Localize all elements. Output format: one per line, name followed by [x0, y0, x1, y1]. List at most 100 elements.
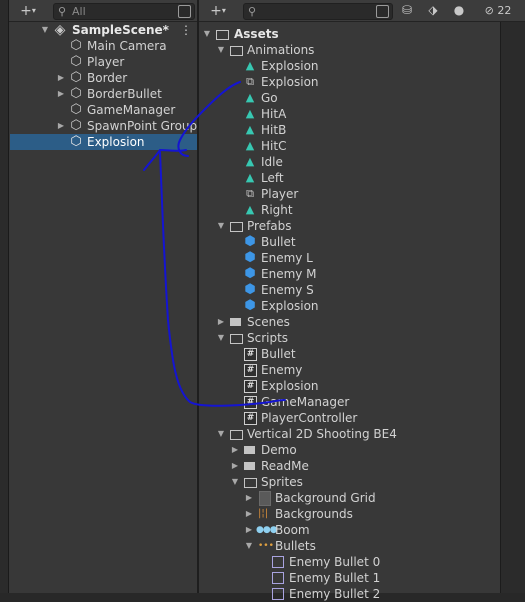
hierarchy-item-gamemanager[interactable]: ⬡ GameManager: [56, 102, 196, 118]
hierarchy-toolbar: +▾ ⚲ All: [9, 0, 197, 22]
tree-anim-explosion-controller[interactable]: ⧉ Explosion: [244, 74, 494, 90]
hidden-packages-toggle[interactable]: ⊘ 22: [475, 2, 521, 19]
hierarchy-item-main-camera[interactable]: ⬡ Main Camera: [56, 38, 196, 54]
tree-anim-left[interactable]: ▲ Left: [244, 170, 494, 186]
search-scope-icon[interactable]: [178, 5, 191, 18]
info-alert-icon[interactable]: ●: [453, 3, 465, 17]
expand-arrow-icon[interactable]: ▶: [57, 89, 65, 98]
hierarchy-item-spawnpoint-group[interactable]: ▶ ⬡ SpawnPoint Group: [56, 118, 198, 134]
expand-arrow-icon[interactable]: ▶: [245, 525, 253, 534]
expand-arrow-icon[interactable]: ▶: [57, 121, 65, 130]
expand-arrow-icon[interactable]: ▶: [57, 73, 65, 82]
tree-readme-folder[interactable]: ▶ ReadMe: [230, 458, 490, 474]
tree-label: PlayerController: [261, 411, 358, 425]
hierarchy-item-label: SpawnPoint Group: [87, 119, 198, 133]
tree-prefab-enemy-l[interactable]: ⬢ Enemy L: [244, 250, 494, 266]
tree-script-playercontroller[interactable]: # PlayerController: [244, 410, 494, 426]
hierarchy-item-label: Explosion: [87, 135, 145, 149]
tree-animations-folder[interactable]: ▼ Animations: [216, 42, 496, 58]
scene-row[interactable]: ▼ ◈ SampleScene*: [40, 22, 190, 38]
project-create-button[interactable]: +▾: [210, 3, 226, 19]
tree-sprite-boom[interactable]: ▶ ●●● Boom: [244, 522, 494, 538]
tree-anim-hitc[interactable]: ▲ HitC: [244, 138, 494, 154]
tree-anim-hita[interactable]: ▲ HitA: [244, 106, 494, 122]
tree-prefabs-folder[interactable]: ▼ Prefabs: [216, 218, 496, 234]
expand-arrow-icon[interactable]: ▶: [245, 493, 253, 502]
tree-scenes-folder[interactable]: ▶ Scenes: [216, 314, 496, 330]
create-dropdown-button[interactable]: +▾: [20, 3, 36, 19]
project-search-input[interactable]: ⚲: [243, 3, 393, 20]
tree-script-explosion[interactable]: # Explosion: [244, 378, 494, 394]
hierarchy-item-borderbullet[interactable]: ▶ ⬡ BorderBullet: [56, 86, 196, 102]
scene-menu-icon[interactable]: ⋮: [180, 23, 192, 37]
tree-anim-explosion-clip[interactable]: ▲ Explosion: [244, 58, 494, 74]
tree-prefab-bullet[interactable]: ⬢ Bullet: [244, 234, 494, 250]
expand-arrow-icon[interactable]: ▶: [245, 509, 253, 518]
folder-open-icon: [230, 430, 243, 440]
search-scope-icon[interactable]: [376, 5, 389, 18]
tree-sprite-bullets[interactable]: ▼ ••• Bullets: [244, 538, 494, 554]
tree-label: Explosion: [261, 59, 319, 73]
tree-anim-right[interactable]: ▲ Right: [244, 202, 494, 218]
tree-label: Bullet: [261, 235, 296, 249]
expand-arrow-icon[interactable]: ▶: [231, 445, 239, 454]
tree-anim-go[interactable]: ▲ Go: [244, 90, 494, 106]
tree-enemy-bullet-1[interactable]: Enemy Bullet 1: [272, 570, 494, 586]
hierarchy-item-player[interactable]: ⬡ Player: [56, 54, 196, 70]
expand-arrow-icon[interactable]: ▼: [217, 221, 225, 230]
tree-script-gamemanager[interactable]: # GameManager: [244, 394, 494, 410]
folder-icon: [244, 446, 255, 454]
tree-demo-folder[interactable]: ▶ Demo: [230, 442, 490, 458]
hierarchy-item-label: Player: [87, 55, 125, 69]
expand-arrow-icon[interactable]: ▼: [217, 45, 225, 54]
animation-clip-icon: ▲: [245, 123, 255, 136]
tree-assets[interactable]: ▼ Assets: [202, 26, 492, 42]
expand-arrow-icon[interactable]: ▼: [217, 333, 225, 342]
hierarchy-item-border[interactable]: ▶ ⬡ Border: [56, 70, 196, 86]
expand-arrow-icon[interactable]: ▼: [41, 25, 49, 34]
csharp-script-icon: #: [244, 348, 257, 361]
tree-anim-idle[interactable]: ▲ Idle: [244, 154, 494, 170]
expand-arrow-icon[interactable]: ▶: [231, 461, 239, 470]
expand-arrow-icon[interactable]: ▼: [217, 429, 225, 438]
tree-label: Enemy S: [261, 283, 314, 297]
expand-arrow-icon[interactable]: ▼: [203, 29, 211, 38]
prefab-icon: ⬢: [244, 282, 256, 297]
search-icon: ⚲: [248, 5, 257, 18]
tree-package-folder[interactable]: ▼ Vertical 2D Shooting BE4: [216, 426, 496, 442]
tree-script-enemy[interactable]: # Enemy: [244, 362, 494, 378]
tree-label: Vertical 2D Shooting BE4: [247, 427, 397, 441]
tree-prefab-enemy-s[interactable]: ⬢ Enemy S: [244, 282, 494, 298]
hierarchy-search-input[interactable]: ⚲ All: [53, 3, 195, 20]
tree-label: Scenes: [247, 315, 290, 329]
animation-clip-icon: ▲: [245, 91, 255, 104]
tree-enemy-bullet-0[interactable]: Enemy Bullet 0: [272, 554, 494, 570]
gameobject-icon: ⬡: [70, 86, 82, 101]
tree-label: ReadMe: [261, 459, 309, 473]
scene-name: SampleScene*: [72, 23, 169, 37]
tree-label: Prefabs: [247, 219, 292, 233]
tree-sprite-backgrounds[interactable]: ▶ |¦| Backgrounds: [244, 506, 494, 522]
tree-label: Bullet: [261, 347, 296, 361]
tree-enemy-bullet-2[interactable]: Enemy Bullet 2: [272, 586, 494, 602]
tree-sprites-folder[interactable]: ▼ Sprites: [230, 474, 490, 490]
search-by-label-icon[interactable]: ⬗: [428, 3, 438, 17]
tree-prefab-enemy-m[interactable]: ⬢ Enemy M: [244, 266, 494, 282]
tree-anim-hitb[interactable]: ▲ HitB: [244, 122, 494, 138]
tree-label: Idle: [261, 155, 283, 169]
hierarchy-item-explosion[interactable]: ⬡ Explosion: [56, 134, 196, 150]
gameobject-icon: ⬡: [70, 38, 82, 53]
sprite-icon: [272, 588, 284, 600]
expand-arrow-icon[interactable]: ▶: [217, 317, 225, 326]
tree-script-bullet[interactable]: # Bullet: [244, 346, 494, 362]
csharp-script-icon: #: [244, 396, 257, 409]
tree-scripts-folder[interactable]: ▼ Scripts: [216, 330, 496, 346]
search-by-type-icon[interactable]: ⛁: [401, 3, 413, 17]
tree-sprite-background-grid[interactable]: ▶ Background Grid: [244, 490, 494, 506]
tree-anim-player-controller[interactable]: ⧉ Player: [244, 186, 494, 202]
prefab-icon: ⬢: [244, 250, 256, 265]
expand-arrow-icon[interactable]: ▼: [231, 477, 239, 486]
tree-prefab-explosion[interactable]: ⬢ Explosion: [244, 298, 494, 314]
expand-arrow-icon[interactable]: ▼: [245, 541, 253, 550]
gameobject-icon: ⬡: [70, 54, 82, 69]
